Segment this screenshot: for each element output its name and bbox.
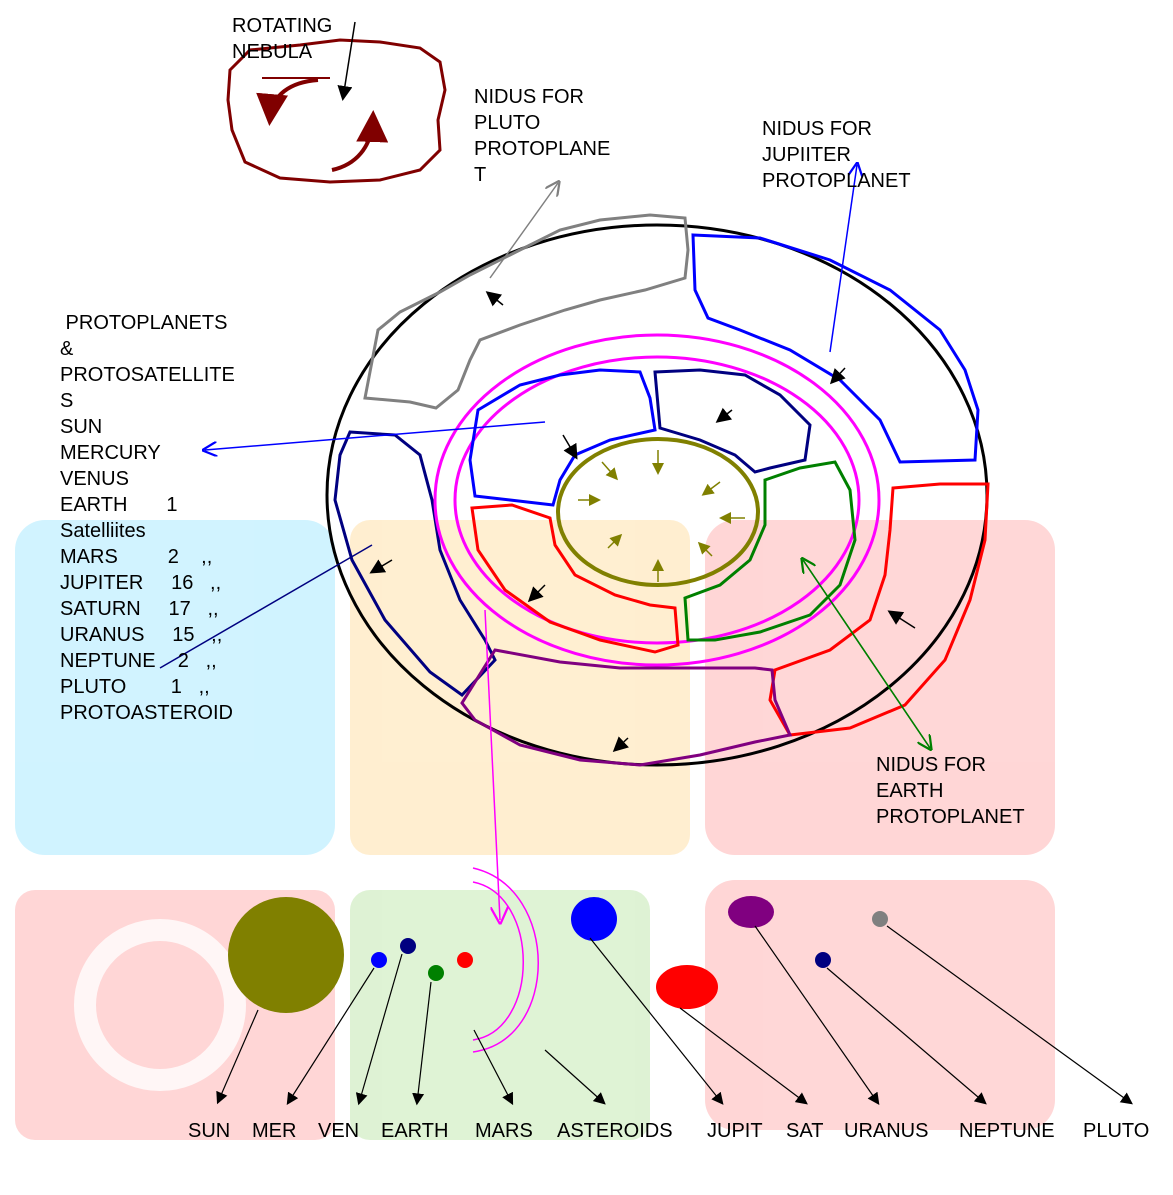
rotating-nebula-label: ROTATING NEBULA (232, 15, 333, 63)
protoplanets-pointer (205, 421, 546, 450)
body-sat (656, 965, 718, 1009)
protoplanets-list-line: & (60, 338, 74, 360)
pluto-pointer (489, 183, 558, 279)
protoplanets-list-line: EARTH 1 (60, 494, 178, 516)
neptune-pointer (159, 544, 373, 669)
jupiter-nidus-label: NIDUS FOR JUPIITER PROTOPLANET (762, 118, 911, 192)
planet-name-sun: SUN (188, 1120, 231, 1142)
body-pluto (872, 911, 888, 927)
protoplanets-list-line: PROTOSATELLITE (60, 364, 235, 386)
pointer-mars (473, 1029, 514, 1106)
body-mer (371, 952, 387, 968)
earth-pointer-back (803, 560, 931, 749)
jupiter-pointer (829, 165, 857, 353)
protoplanets-list-line: VENUS (60, 468, 129, 490)
planet-name-neptune: NEPTUNE (959, 1120, 1055, 1142)
planet-pointer-lines (216, 925, 1133, 1106)
gear-watermark-icon (74, 919, 246, 1091)
protoplanets-list: PROTOPLANETS & PROTOSATELLITE S SUN MERCURY VE… (60, 310, 235, 726)
protoplanets-list-line: PLUTO 1 ,, (60, 676, 210, 698)
pointer-ven (355, 953, 403, 1106)
rotation-arrows (369, 291, 916, 753)
earth-region (683, 460, 857, 642)
asteroid-ring-outer (433, 333, 881, 667)
planet-name-uranus: URANUS (844, 1120, 929, 1142)
body-mars (457, 952, 473, 968)
protoplanets-list-line: MARS 2 ,, (60, 546, 213, 568)
uranus-region (460, 648, 793, 767)
pointer-pluto (886, 925, 1133, 1105)
pointer-sun (216, 1009, 259, 1105)
protoplanets-list-line: S (60, 390, 74, 412)
body-jupit (571, 897, 617, 941)
protoplanets-list-line: PROTOASTEROID (60, 702, 233, 724)
mercury-region (468, 368, 657, 507)
pointer-sat (679, 1007, 808, 1105)
planet-name-earth: EARTH (381, 1120, 449, 1142)
planet-name-asteroids: ASTEROIDS (557, 1120, 673, 1142)
planet-bodies (228, 896, 888, 1013)
pointer-earth (412, 981, 432, 1106)
pointer-mer (286, 967, 375, 1106)
sun-core (556, 437, 760, 587)
pointer-jupit (589, 937, 724, 1105)
asteroid-drop-line (484, 609, 500, 920)
planet-name-ven: VEN (318, 1120, 360, 1142)
body-sun (228, 897, 344, 1013)
earth-nidus-label: NIDUS FOR EARTH PROTOPLANET (876, 754, 1025, 828)
asteroid-ring-inner (453, 355, 861, 645)
asteroid-belt-arc-outer (472, 867, 539, 1053)
protoplanets-list-line: MERCURY (60, 442, 161, 464)
pointer-neptune (826, 967, 987, 1105)
mars-region (470, 503, 680, 654)
watermark-background (15, 520, 1055, 1140)
asteroid-belt-arc-inner (472, 881, 524, 1041)
protoplanets-list-line: Satelliites (60, 520, 146, 542)
planet-name-mars: MARS (475, 1120, 533, 1142)
planet-name-jupit: JUPIT (707, 1120, 763, 1142)
protoplanets-list-line: SATURN 17 ,, (60, 598, 219, 620)
inner-top-region (653, 368, 812, 474)
pluto-nidus-label: NIDUS FOR PLUTO PROTOPLANE T (474, 86, 611, 186)
saturn-region (768, 482, 990, 737)
protoplanets-list-line: SUN (60, 416, 103, 438)
body-neptune (815, 952, 831, 968)
planet-name-mer: MER (252, 1120, 297, 1142)
protoplanets-list-line: PROTOPLANETS (60, 312, 228, 334)
venus-region (333, 430, 497, 697)
body-earth (428, 965, 444, 981)
body-ven (400, 938, 416, 954)
protoplanets-list-line: NEPTUNE 2 ,, (60, 650, 217, 672)
protoplanets-list-line: JUPITER 16 ,, (60, 572, 222, 594)
rotating-nebula (226, 21, 447, 184)
pointer-asteroids (544, 1049, 606, 1105)
protoplanets-list-line: URANUS 15 ,, (60, 624, 223, 646)
pluto-region (363, 213, 690, 410)
planet-name-sat: SAT (786, 1120, 824, 1142)
planet-name-pluto: PLUTO (1083, 1120, 1150, 1142)
body-uranus (728, 896, 774, 928)
jupiter-region (691, 233, 980, 464)
pointer-uranus (754, 925, 880, 1105)
